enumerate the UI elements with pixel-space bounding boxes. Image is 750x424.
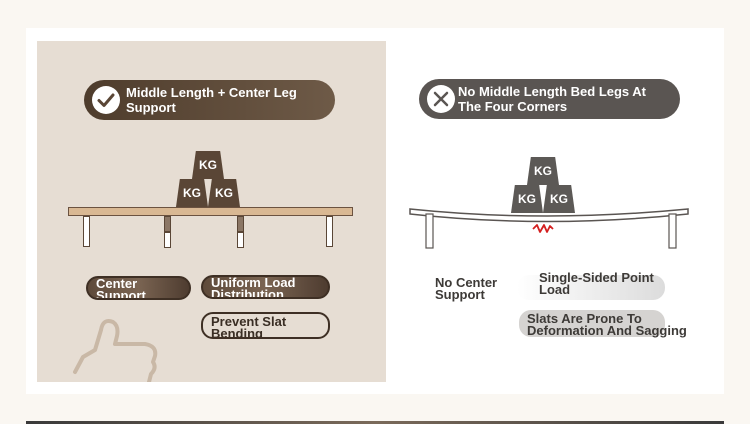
weight-block: KG: [176, 179, 208, 207]
benefit-badge: Uniform Load Distribution: [201, 275, 330, 299]
zigzag-stress-icon: [532, 224, 554, 233]
weight-block: KG: [511, 185, 543, 213]
with-support-headline: Middle Length + Center Leg Support: [126, 85, 297, 115]
weight-block: KG: [192, 151, 224, 179]
next-section-edge: [26, 421, 724, 424]
benefit-badge: Center Support Available: [86, 276, 191, 300]
sagging-bed-board: [409, 208, 689, 249]
benefit-label: Center Support Available: [96, 276, 146, 300]
check-circle-icon: [92, 86, 120, 114]
weight-block: KG: [527, 157, 559, 185]
center-leg-foot: [164, 232, 171, 248]
benefit-badge: Prevent Slat Bending: [201, 312, 330, 339]
weight-block: KG: [208, 179, 240, 207]
issue-label: No Center Support: [435, 275, 498, 302]
corner-leg: [83, 216, 90, 247]
issue-label: Slats Are Prone To Deformation And Saggi…: [527, 311, 687, 338]
benefit-label: Uniform Load Distribution: [211, 275, 296, 299]
issue-highlight: [519, 310, 665, 337]
center-leg-foot: [237, 232, 244, 248]
flat-bed-board: [68, 207, 353, 216]
weight-block: KG: [543, 185, 575, 213]
thumbs-up-icon: [65, 312, 165, 387]
x-circle-icon: [427, 85, 455, 113]
issue-highlight: [517, 275, 665, 300]
center-leg: [164, 216, 171, 232]
issue-label: Single-Sided Point Load: [539, 270, 654, 297]
benefit-label: Prevent Slat Bending: [211, 314, 287, 339]
center-leg: [237, 216, 244, 232]
without-support-headline-pill: No Middle Length Bed Legs At The Four Co…: [419, 79, 680, 119]
with-support-headline-pill: Middle Length + Center Leg Support: [84, 80, 335, 120]
corner-leg: [326, 216, 333, 247]
without-support-headline: No Middle Length Bed Legs At The Four Co…: [458, 84, 647, 114]
